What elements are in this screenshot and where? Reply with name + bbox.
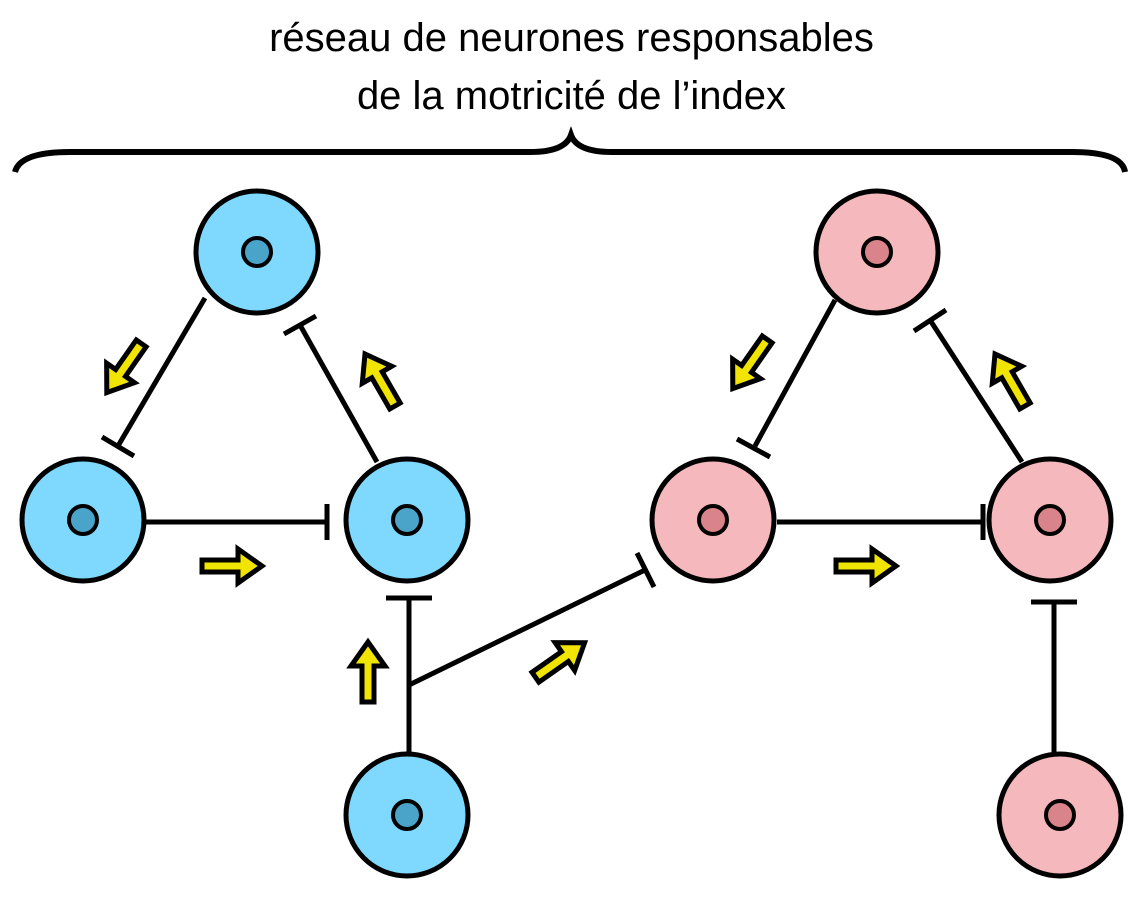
inhibit-bar <box>634 551 657 589</box>
arrow-icon <box>980 346 1039 415</box>
neuron-blue-top <box>193 188 321 316</box>
pink-connections <box>735 298 1077 752</box>
arrow-icon <box>350 346 409 415</box>
connection-right-to-top <box>297 323 380 464</box>
connection-top-to-left <box>115 296 208 448</box>
connection-right-to-top <box>927 318 1025 464</box>
neuron-pink-left <box>649 456 777 584</box>
diagram-title-line-2: de la motricité de l’index <box>356 74 787 118</box>
blue-connections <box>100 296 657 752</box>
arrow-icon <box>526 629 595 691</box>
neuron-pink-bottom <box>996 751 1124 879</box>
arrow-icon <box>836 549 896 583</box>
arrow-icon <box>202 549 262 583</box>
neuron-blue-left <box>19 456 147 584</box>
arrow-icon <box>351 642 385 702</box>
arrow-icon <box>719 330 781 399</box>
neuron-blue-right <box>343 456 471 584</box>
connection-top-to-left <box>752 298 838 448</box>
diagram-title-line-1: réseau de neurones responsables <box>269 16 874 60</box>
neuron-blue-bottom <box>343 751 471 879</box>
arrow-icon <box>93 334 155 403</box>
neuron-pink-top <box>813 188 941 316</box>
inhibit-bar <box>282 313 318 337</box>
blue-network <box>19 188 471 879</box>
pink-network <box>649 188 1124 879</box>
inhibit-bar <box>100 434 136 459</box>
connection-blue-to-pink <box>407 567 647 688</box>
brace <box>12 126 1128 174</box>
inhibit-bar <box>735 436 772 460</box>
signal-arrows <box>93 330 1040 702</box>
inhibit-bar <box>912 307 948 334</box>
neuron-pink-right <box>986 456 1114 584</box>
